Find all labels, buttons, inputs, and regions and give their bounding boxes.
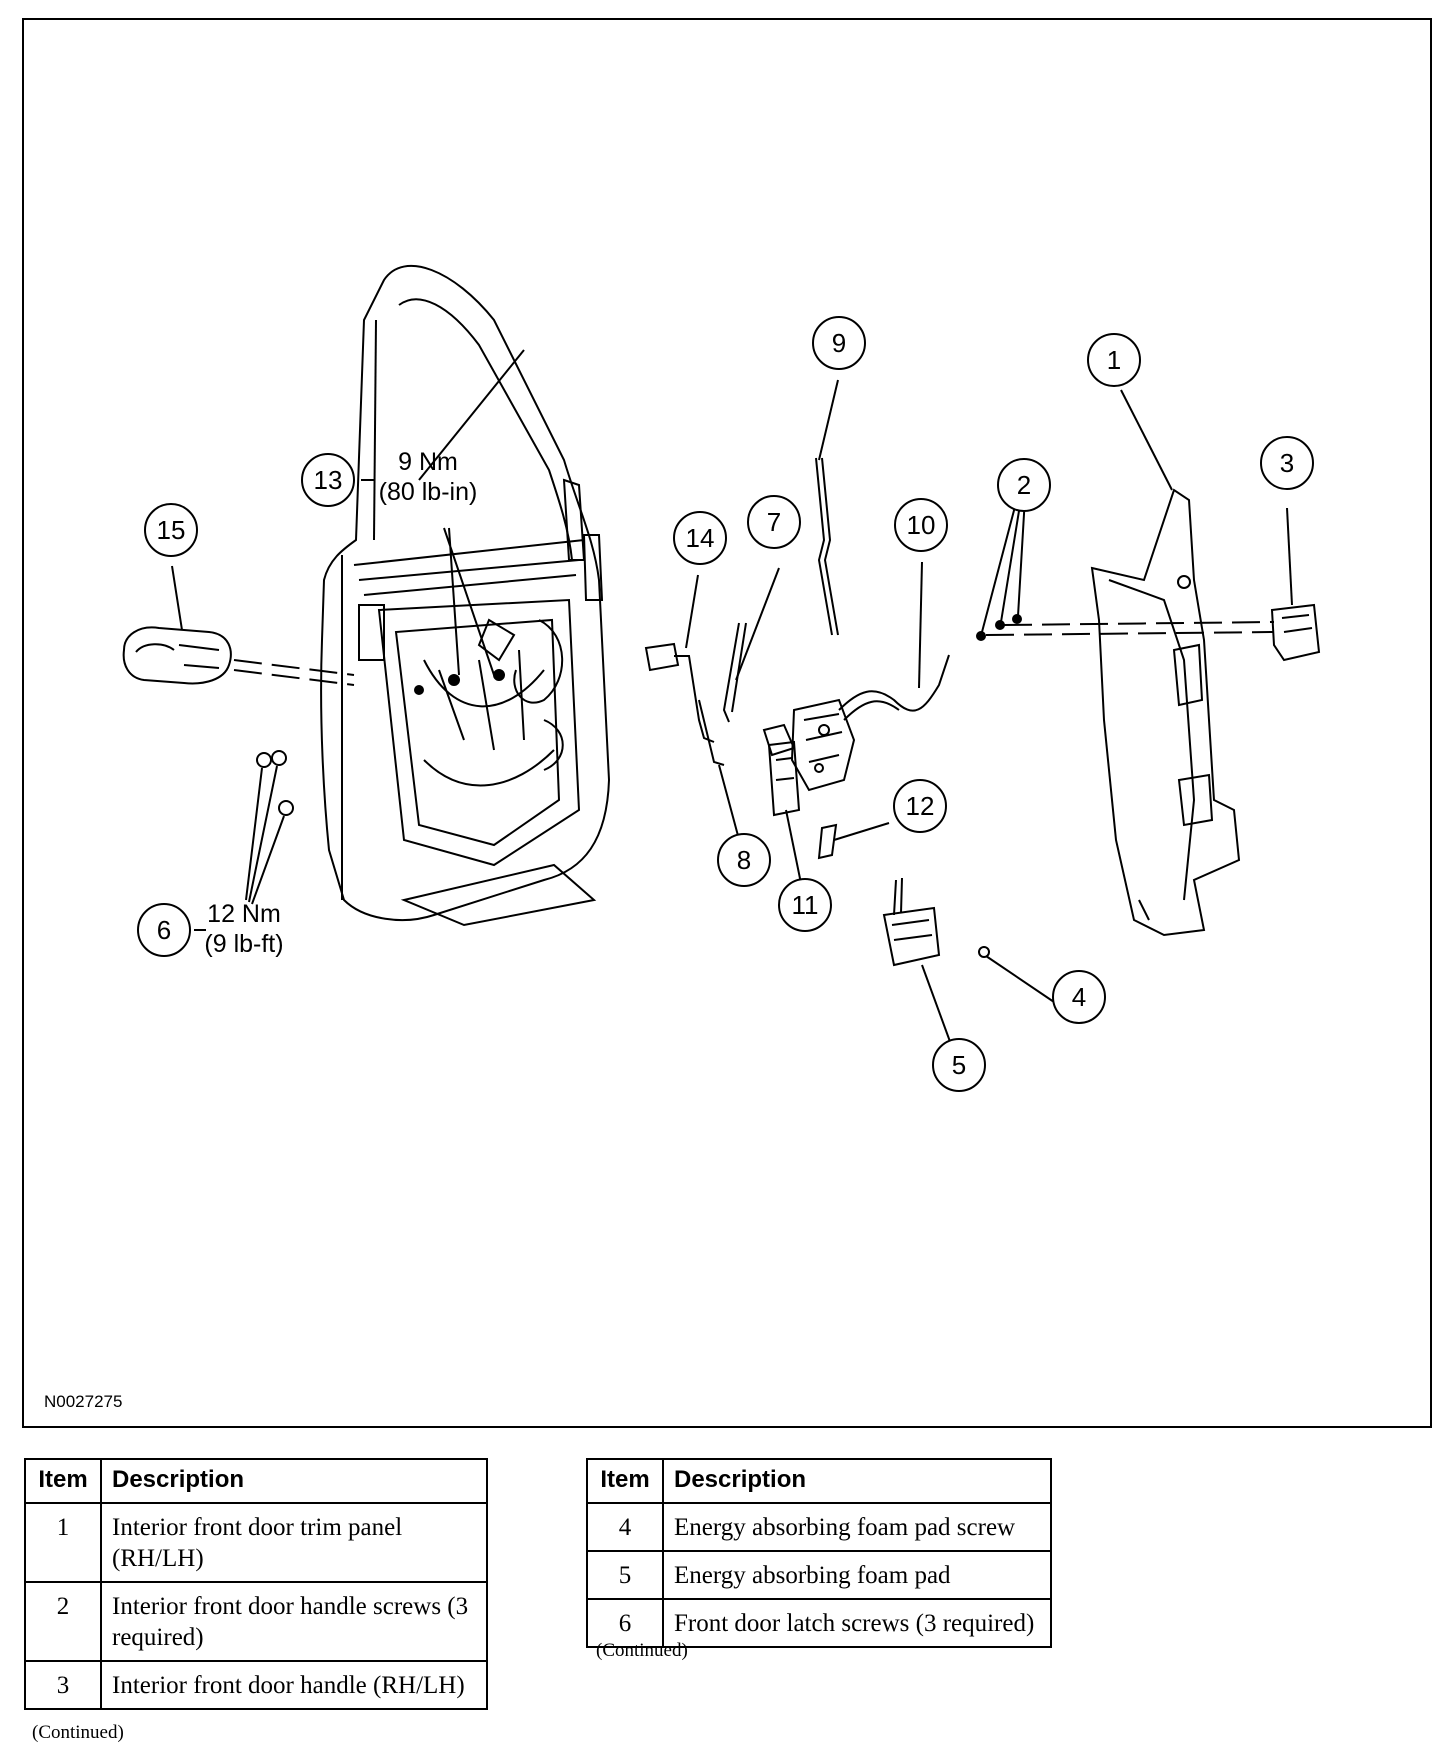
callout-group: 1 2 3 4 5 7 8 9 10 11 12 14 15 13 6 — [137, 316, 1314, 1092]
inside-remote-handle — [767, 740, 801, 817]
svg-text:15: 15 — [157, 515, 186, 545]
item-number: 5 — [586, 1550, 664, 1600]
description-header: Description — [100, 1458, 488, 1504]
torque-upper-value: 9 Nm — [398, 448, 458, 476]
item-header: Item — [586, 1458, 664, 1504]
torque-lower-value: 12 Nm — [207, 900, 281, 928]
legend-table-left: Item Description 1 Interior front door t… — [24, 1458, 488, 1710]
svg-text:6: 6 — [157, 915, 171, 945]
table-row: 2 Interior front door handle screws (3 r… — [24, 1581, 488, 1662]
svg-text:3: 3 — [1280, 448, 1294, 478]
torque-lower-alt: (9 lb-ft) — [204, 930, 283, 958]
callout-2: 2 — [997, 458, 1051, 512]
callout-4: 4 — [1052, 970, 1106, 1024]
table-row: 1 Interior front door trim panel (RH/LH) — [24, 1502, 488, 1583]
item-number: 4 — [586, 1502, 664, 1552]
exterior-door-handle — [122, 626, 355, 686]
item-number: 1 — [24, 1502, 102, 1583]
figure-id: N0027275 — [44, 1392, 123, 1411]
actuating-rod-7 — [722, 622, 747, 723]
legend-table-right: Item Description 4 Energy absorbing foam… — [586, 1458, 1052, 1648]
svg-text:9: 9 — [832, 328, 846, 358]
door-latch-screws — [245, 750, 294, 905]
svg-text:12: 12 — [906, 791, 935, 821]
callout-13: 13 — [301, 453, 355, 507]
svg-text:5: 5 — [952, 1050, 966, 1080]
svg-text:8: 8 — [737, 845, 751, 875]
svg-text:7: 7 — [767, 507, 781, 537]
item-number: 2 — [24, 1581, 102, 1662]
torque-upper-alt: (80 lb-in) — [379, 478, 478, 506]
table-row: 3 Interior front door handle (RH/LH) — [24, 1660, 488, 1710]
latch-bracket-12 — [817, 823, 838, 860]
callout-8: 8 — [717, 833, 771, 887]
control-rod-9 — [815, 457, 839, 636]
table-row: 6 Front door latch screws (3 required) — [586, 1598, 1052, 1648]
callout-12: 12 — [893, 779, 947, 833]
interior-trim-panel — [1090, 488, 1241, 937]
item-description: Energy absorbing foam pad screw — [662, 1502, 1052, 1552]
callout-14: 14 — [673, 511, 727, 565]
interior-handle-screws — [976, 614, 1275, 641]
door-latch-assembly — [762, 654, 950, 792]
item-description: Interior front door handle (RH/LH) — [100, 1660, 488, 1710]
item-description: Front door latch screws (3 required) — [662, 1598, 1052, 1648]
continued-note-right: (Continued) — [596, 1640, 688, 1661]
svg-text:2: 2 — [1017, 470, 1031, 500]
callout-9: 9 — [812, 316, 866, 370]
callout-10: 10 — [894, 498, 948, 552]
callout-7: 7 — [747, 495, 801, 549]
callout-6: 6 — [137, 903, 191, 957]
svg-text:4: 4 — [1072, 982, 1086, 1012]
callout-11: 11 — [778, 878, 832, 932]
svg-text:1: 1 — [1107, 345, 1121, 375]
item-number: 6 — [586, 1598, 664, 1648]
description-header: Description — [662, 1458, 1052, 1504]
door-inner-panel — [320, 264, 611, 927]
callout-5: 5 — [932, 1038, 986, 1092]
continued-note-left: (Continued) — [32, 1722, 124, 1743]
item-number: 3 — [24, 1660, 102, 1710]
interior-door-handle — [1270, 603, 1321, 662]
torque-spec-group: 9 Nm (80 lb-in) 12 Nm (9 lb-ft) — [204, 448, 477, 958]
svg-text:11: 11 — [792, 890, 819, 920]
svg-text:14: 14 — [686, 523, 715, 553]
diagram-drawing: 1 2 3 4 5 7 8 9 10 11 12 14 15 13 6 9 Nm… — [122, 264, 1321, 1092]
lock-cylinder — [644, 642, 725, 766]
table-header-row: Item Description — [24, 1458, 488, 1504]
callout-1: 1 — [1087, 333, 1141, 387]
table-row: 5 Energy absorbing foam pad — [586, 1550, 1052, 1600]
item-description: Interior front door trim panel (RH/LH) — [100, 1502, 488, 1583]
svg-text:13: 13 — [314, 465, 343, 495]
callout-3: 3 — [1260, 436, 1314, 490]
callout-15: 15 — [144, 503, 198, 557]
item-description: Energy absorbing foam pad — [662, 1550, 1052, 1600]
table-header-row: Item Description — [586, 1458, 1052, 1504]
item-description: Interior front door handle screws (3 req… — [100, 1581, 488, 1662]
exploded-diagram: 1 2 3 4 5 7 8 9 10 11 12 14 15 13 6 9 Nm… — [22, 18, 1432, 1428]
table-row: 4 Energy absorbing foam pad screw — [586, 1502, 1052, 1552]
energy-absorbing-foam-pad — [882, 877, 941, 967]
svg-text:10: 10 — [907, 510, 936, 540]
foam-pad-screw — [978, 946, 990, 958]
item-header: Item — [24, 1458, 102, 1504]
